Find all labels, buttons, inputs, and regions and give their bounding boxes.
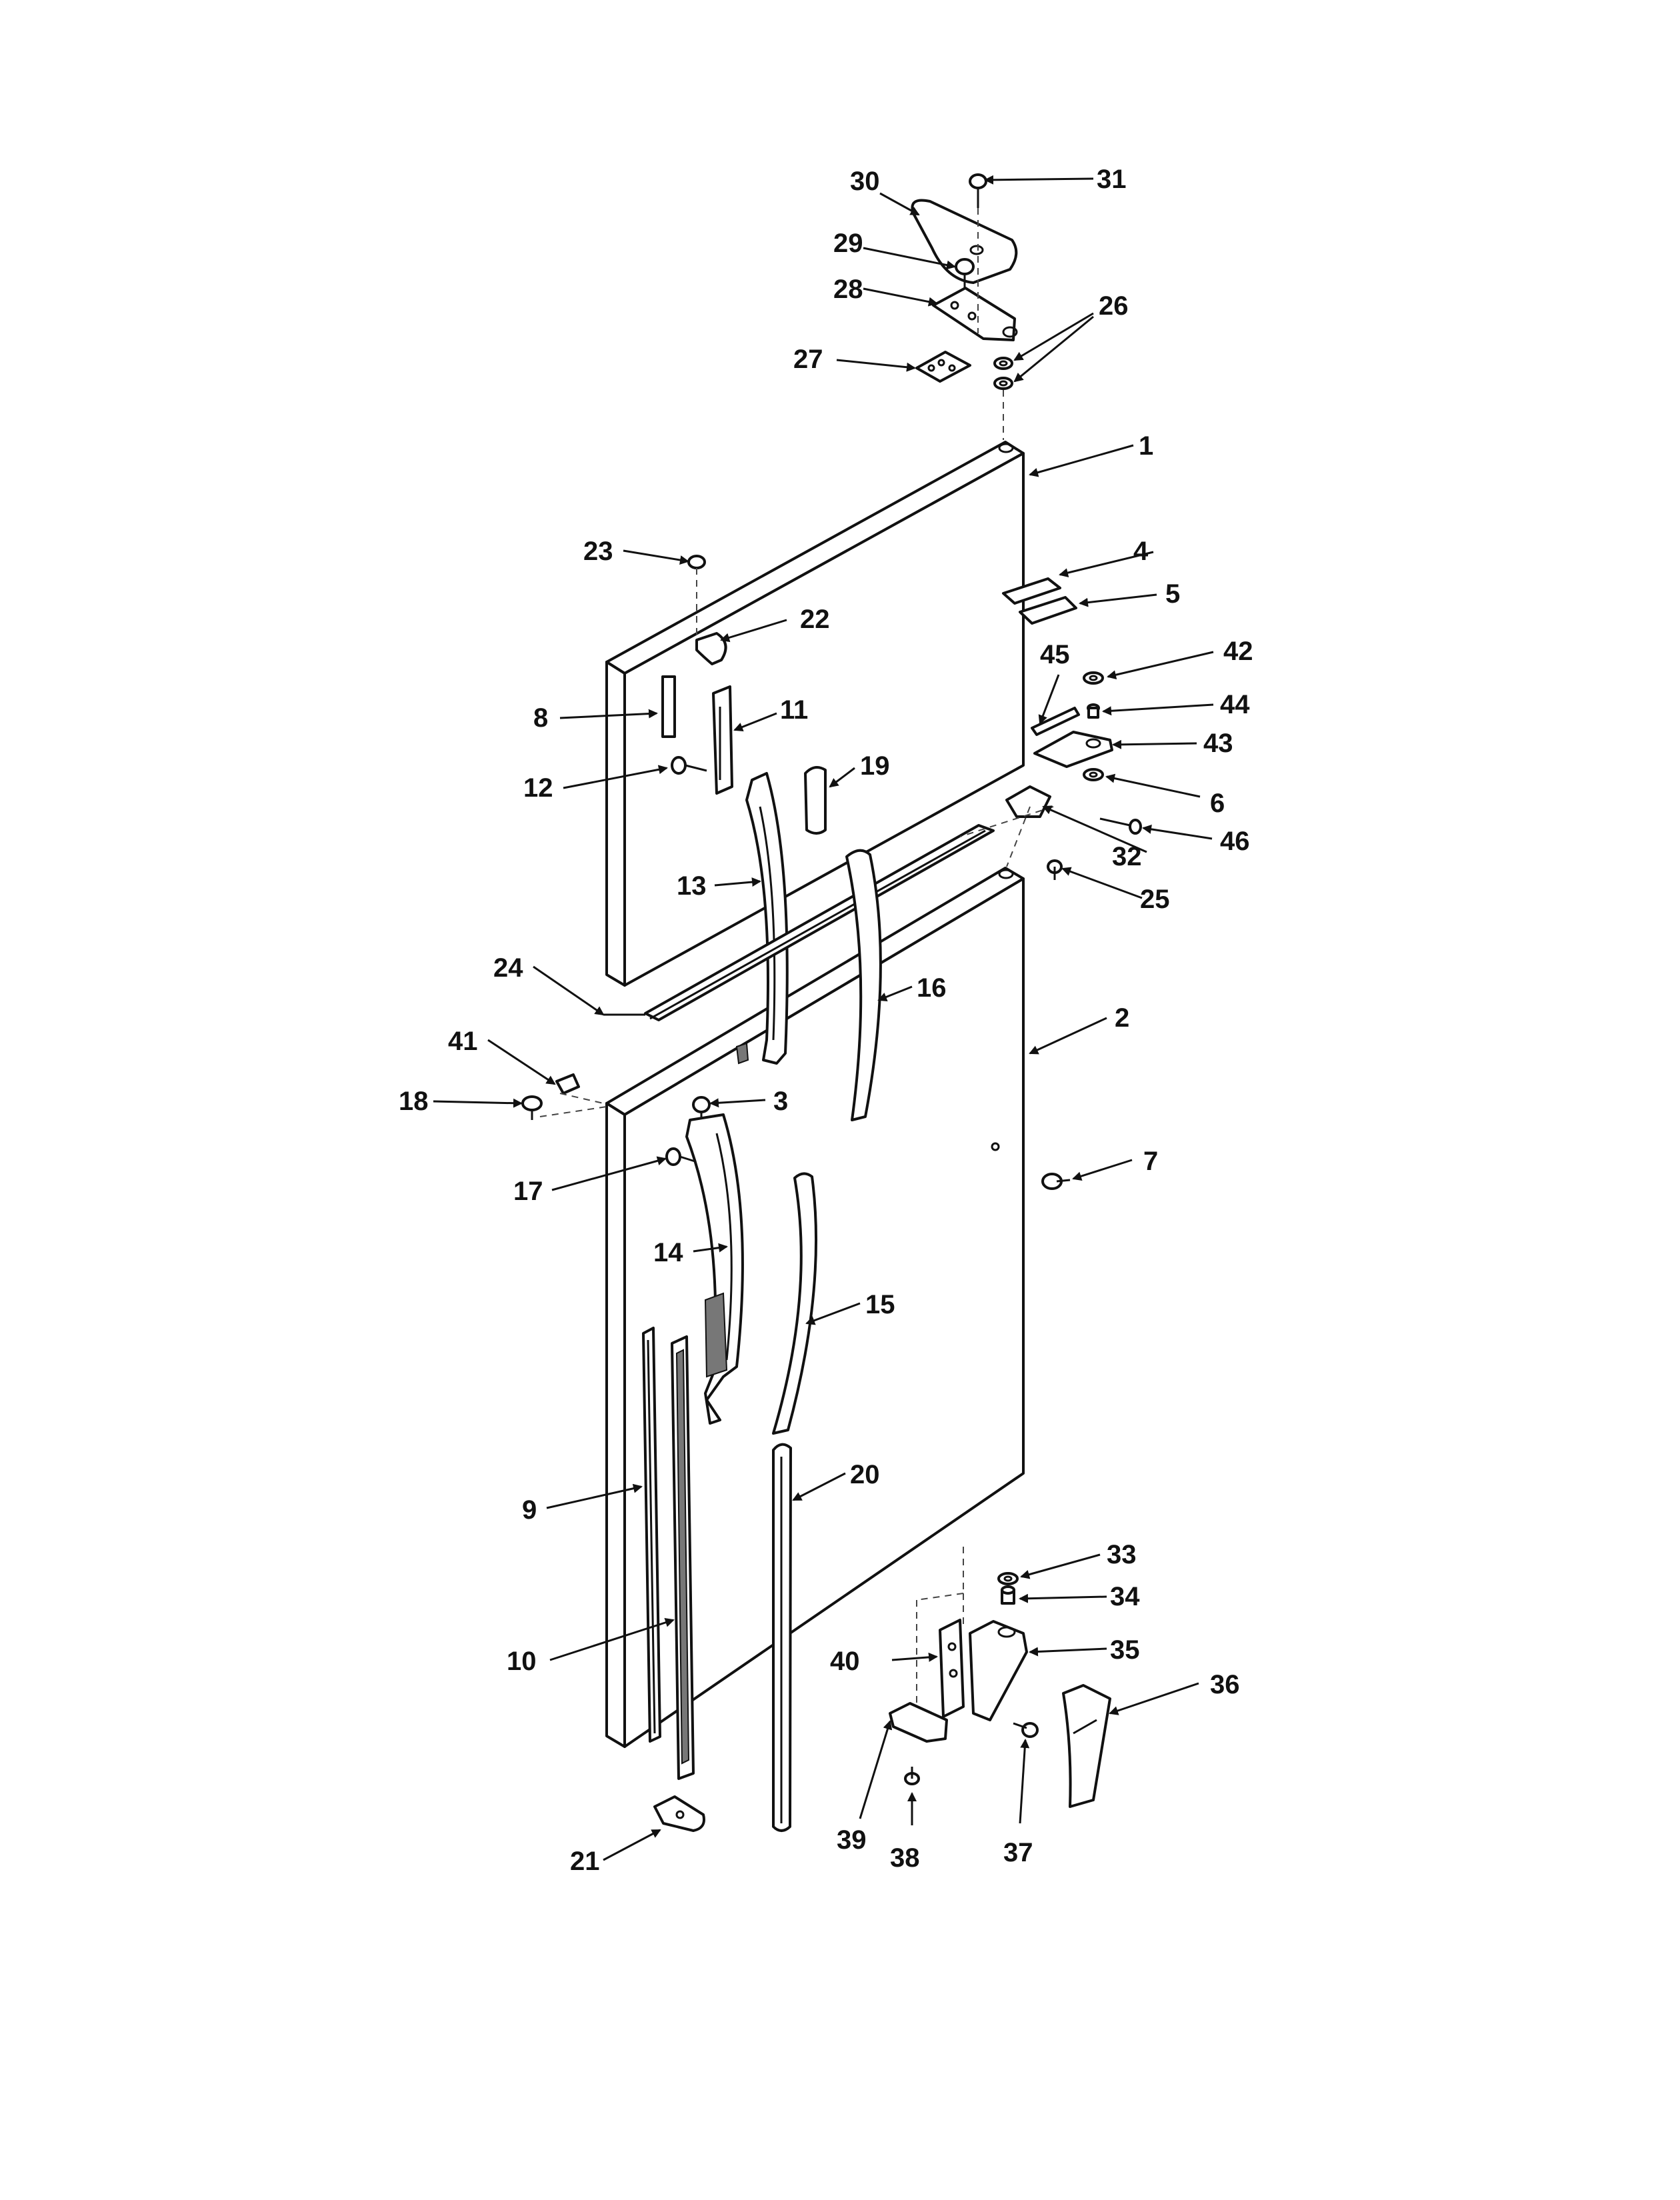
callout-11: 11 bbox=[780, 695, 808, 725]
callout-46: 46 bbox=[1220, 827, 1250, 856]
leader-lines bbox=[433, 175, 1214, 1861]
callout-12: 12 bbox=[523, 773, 553, 803]
callout-39: 39 bbox=[837, 1825, 867, 1855]
callout-17: 17 bbox=[513, 1177, 543, 1206]
top-hinge-bracket bbox=[932, 287, 1018, 341]
callout-34: 34 bbox=[1110, 1582, 1140, 1611]
clip-41 bbox=[555, 1073, 580, 1095]
callout-5: 5 bbox=[1165, 579, 1180, 609]
washer-42 bbox=[1083, 671, 1104, 685]
callout-15: 15 bbox=[865, 1290, 895, 1319]
callout-9: 9 bbox=[522, 1495, 537, 1525]
screw-37 bbox=[1013, 1722, 1039, 1738]
bushing-44 bbox=[1087, 703, 1100, 719]
gasket-strip-10 bbox=[671, 1335, 695, 1780]
handle-13 bbox=[735, 772, 789, 1065]
screw-3 bbox=[692, 1096, 711, 1127]
shim-40 bbox=[939, 1619, 965, 1718]
screw-12 bbox=[671, 756, 707, 775]
callout-labels: 31 30 29 28 26 27 1 23 4 5 22 42 45 8 11… bbox=[399, 165, 1253, 1876]
callout-31: 31 bbox=[1097, 165, 1127, 194]
callout-36: 36 bbox=[1210, 1670, 1240, 1699]
callout-42: 42 bbox=[1223, 637, 1253, 666]
bracket-39 bbox=[889, 1702, 948, 1743]
callout-14: 14 bbox=[653, 1238, 683, 1267]
door-hinge-cap-21 bbox=[653, 1795, 705, 1832]
screw-25 bbox=[1047, 859, 1063, 880]
callout-25: 25 bbox=[1140, 885, 1170, 914]
callout-26: 26 bbox=[1099, 291, 1129, 321]
callout-22: 22 bbox=[800, 605, 830, 634]
hinge-washers bbox=[993, 357, 1013, 390]
hinge-shim bbox=[915, 351, 971, 383]
handle-trim-15 bbox=[772, 1172, 817, 1435]
callout-38: 38 bbox=[890, 1843, 920, 1873]
callout-41: 41 bbox=[448, 1027, 478, 1056]
callout-45: 45 bbox=[1040, 640, 1070, 669]
door-stop-7 bbox=[1041, 1173, 1071, 1190]
callout-20: 20 bbox=[850, 1460, 880, 1489]
hinge-parts-45 bbox=[1031, 707, 1080, 736]
nameplate bbox=[1002, 577, 1077, 625]
bushing-34 bbox=[1001, 1585, 1015, 1605]
lower-door bbox=[605, 867, 1025, 1748]
center-hinge-43 bbox=[1033, 731, 1113, 768]
callout-8: 8 bbox=[533, 703, 548, 733]
handle-bracket-11 bbox=[712, 685, 733, 795]
callout-24: 24 bbox=[493, 953, 523, 983]
screw-38 bbox=[904, 1767, 920, 1785]
callout-21: 21 bbox=[570, 1847, 600, 1876]
callout-10: 10 bbox=[507, 1647, 537, 1676]
callout-18: 18 bbox=[399, 1087, 429, 1116]
callout-29: 29 bbox=[833, 229, 863, 258]
handle-trim-16 bbox=[845, 849, 882, 1121]
callout-1: 1 bbox=[1139, 431, 1153, 461]
trim-strip-8 bbox=[661, 675, 676, 738]
callout-30: 30 bbox=[850, 167, 880, 196]
callout-32: 32 bbox=[1112, 842, 1142, 871]
hinge-cover-36 bbox=[1062, 1684, 1111, 1808]
callout-13: 13 bbox=[677, 871, 707, 901]
handle-14 bbox=[685, 1113, 744, 1425]
callout-28: 28 bbox=[833, 275, 863, 304]
callout-19: 19 bbox=[860, 751, 890, 781]
washer-6 bbox=[1083, 768, 1104, 781]
callout-44: 44 bbox=[1220, 690, 1250, 719]
gasket-strip-20 bbox=[772, 1443, 792, 1832]
callout-33: 33 bbox=[1107, 1540, 1137, 1569]
callout-37: 37 bbox=[1003, 1838, 1033, 1867]
callout-35: 35 bbox=[1110, 1635, 1140, 1665]
callout-7: 7 bbox=[1143, 1147, 1158, 1176]
top-hinge-cover bbox=[911, 199, 1018, 284]
upper-door bbox=[605, 441, 1025, 987]
top-hinge-screw bbox=[969, 173, 987, 208]
end-cap-19 bbox=[804, 766, 827, 835]
callout-2: 2 bbox=[1115, 1003, 1129, 1033]
callout-40: 40 bbox=[830, 1647, 860, 1676]
screw-46 bbox=[1099, 817, 1142, 835]
hinge-cover-screw bbox=[955, 258, 975, 288]
callout-3: 3 bbox=[773, 1087, 788, 1116]
bottom-hinge-35 bbox=[969, 1620, 1028, 1721]
callout-27: 27 bbox=[793, 345, 823, 374]
washer-33 bbox=[997, 1572, 1019, 1585]
gasket-strip-9 bbox=[642, 1327, 661, 1743]
door-stop-18 bbox=[521, 1095, 543, 1120]
callout-43: 43 bbox=[1203, 729, 1233, 758]
callout-16: 16 bbox=[917, 973, 947, 1003]
callout-4: 4 bbox=[1133, 537, 1149, 566]
callout-6: 6 bbox=[1210, 789, 1225, 818]
callout-23: 23 bbox=[583, 537, 613, 566]
